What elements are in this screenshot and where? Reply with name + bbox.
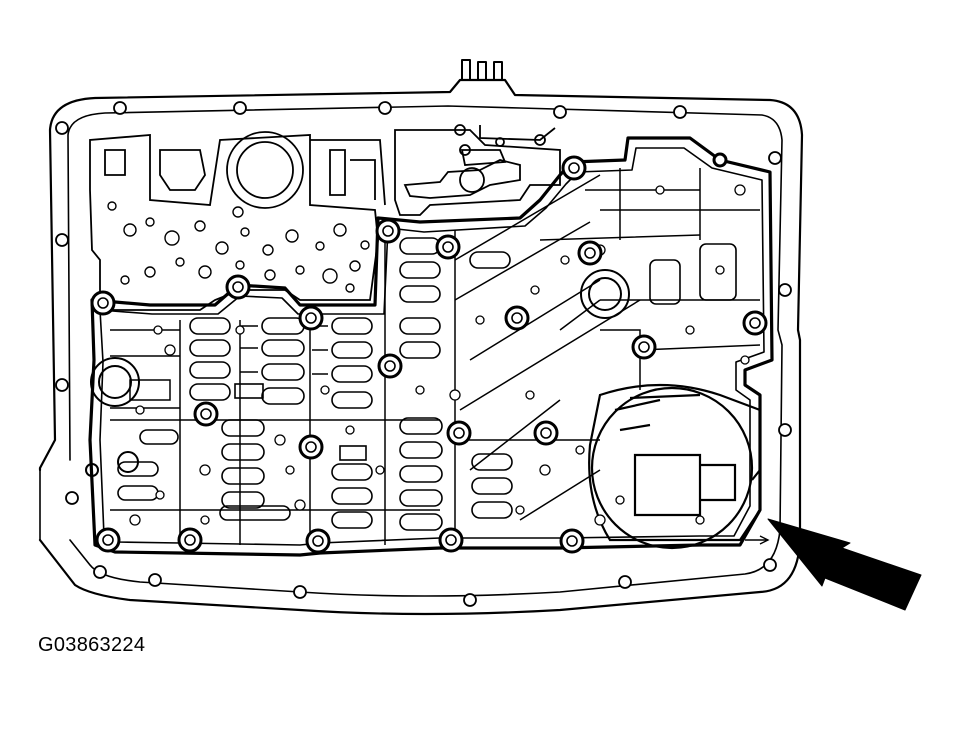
bolt bbox=[225, 274, 251, 300]
flange-holes bbox=[55, 101, 792, 607]
bolt bbox=[577, 240, 603, 266]
solenoid-bracket bbox=[394, 125, 561, 216]
large-bores bbox=[85, 269, 630, 477]
bolt bbox=[446, 420, 472, 446]
valve-body bbox=[88, 136, 774, 557]
small-passages bbox=[129, 184, 750, 526]
bolt bbox=[298, 434, 324, 460]
bolt bbox=[177, 527, 203, 553]
pointer-arrow bbox=[745, 518, 922, 611]
bolt bbox=[375, 218, 401, 244]
bolt bbox=[435, 234, 461, 260]
bolt bbox=[193, 401, 219, 427]
bolt bbox=[559, 528, 585, 554]
bolt bbox=[438, 527, 464, 553]
bolt bbox=[561, 155, 587, 181]
bolt bbox=[95, 527, 121, 553]
bolt bbox=[90, 290, 116, 316]
valve-body-bolts bbox=[90, 152, 768, 554]
filter-boss bbox=[588, 383, 762, 550]
bolt bbox=[712, 152, 728, 168]
bolt bbox=[305, 528, 331, 554]
figure-caption: G03863224 bbox=[38, 634, 146, 656]
bolt bbox=[631, 334, 657, 360]
bolt bbox=[298, 305, 324, 331]
bolt bbox=[504, 305, 530, 331]
case-outline bbox=[38, 59, 804, 616]
bolt bbox=[533, 420, 559, 446]
plate-holes bbox=[107, 201, 370, 293]
bolt bbox=[742, 310, 768, 336]
valve-bores bbox=[117, 237, 737, 531]
bolt bbox=[377, 353, 403, 379]
